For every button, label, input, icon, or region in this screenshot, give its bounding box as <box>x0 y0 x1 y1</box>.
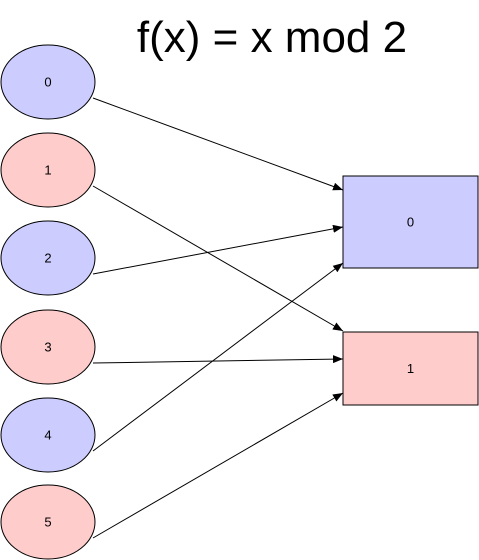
mapping-arrow-d4-c0 <box>92 262 344 452</box>
mapping-arrow-d5-c1 <box>92 392 344 539</box>
domain-node-label: 4 <box>44 428 51 443</box>
domain-ellipse <box>0 397 96 473</box>
codomain-box <box>342 175 479 269</box>
edges-layer <box>92 97 344 539</box>
codomain-layer: 01 <box>342 175 479 406</box>
domain-ellipse <box>0 220 96 296</box>
codomain-node-0: 0 <box>342 175 479 269</box>
domain-node-2: 2 <box>0 220 96 296</box>
domain-node-4: 4 <box>0 397 96 473</box>
domain-ellipse <box>0 44 96 120</box>
mapping-arrow-d2-c0 <box>92 224 344 275</box>
domain-layer: 0 1 2 3 4 5 <box>0 44 96 560</box>
domain-node-5: 5 <box>0 484 96 560</box>
domain-node-label: 5 <box>44 515 51 530</box>
codomain-node-label: 1 <box>407 361 414 376</box>
mapping-arrow-d3-c1 <box>92 355 344 364</box>
mapping-arrow-d1-c1 <box>92 185 344 332</box>
codomain-node-label: 0 <box>407 215 414 230</box>
domain-node-label: 3 <box>44 340 51 355</box>
domain-node-label: 2 <box>44 251 51 266</box>
codomain-box <box>342 331 479 406</box>
domain-ellipse <box>0 484 96 560</box>
domain-node-label: 1 <box>44 163 51 178</box>
diagram-title: f(x) = x mod 2 <box>137 13 407 62</box>
domain-node-label: 0 <box>44 75 51 90</box>
mapping-arrow-d0-c0 <box>92 97 344 191</box>
domain-node-3: 3 <box>0 309 96 385</box>
domain-ellipse <box>0 132 96 208</box>
domain-ellipse <box>0 309 96 385</box>
codomain-node-1: 1 <box>342 331 479 406</box>
domain-node-0: 0 <box>0 44 96 120</box>
domain-node-1: 1 <box>0 132 96 208</box>
